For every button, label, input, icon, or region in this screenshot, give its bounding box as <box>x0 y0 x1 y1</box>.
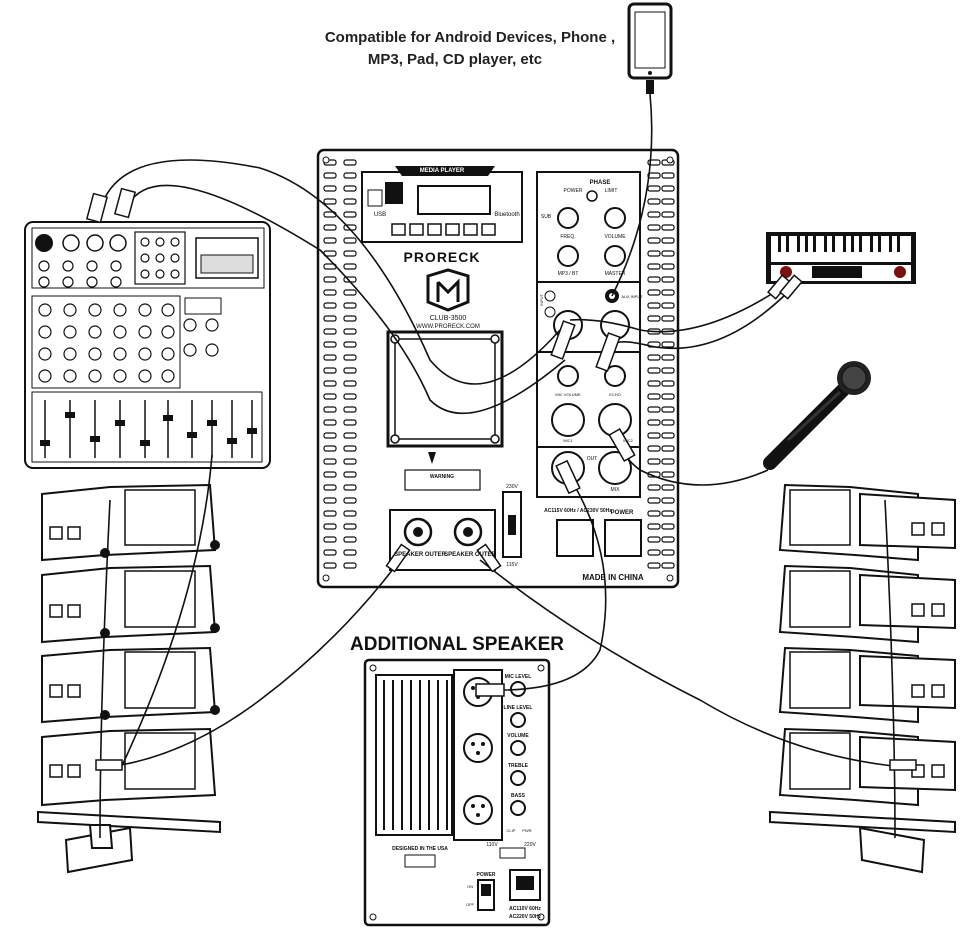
made-in-label: MADE IN CHINA <box>582 573 644 582</box>
ac-rating-label: AC115V 60Hz / AC230V 50Hz <box>544 508 612 514</box>
microphone-icon <box>763 361 871 470</box>
cables <box>99 93 916 839</box>
model-label: CLUB-3500 <box>430 315 467 322</box>
v220-label: 220V <box>524 842 536 848</box>
ac-label-add: AC110V 60Hz <box>509 906 541 912</box>
treble-label: TREBLE <box>508 763 529 769</box>
pwr-label: PWR <box>522 828 531 833</box>
bluetooth-label: Bluetooth <box>494 212 519 218</box>
cable-plugs <box>85 187 917 771</box>
bass-label: BASS <box>511 793 526 799</box>
out-label: OUT <box>587 456 598 462</box>
right-line-array-speaker <box>769 483 956 874</box>
mic1-label: MIC1 <box>563 438 573 443</box>
speaker-outer-left-label: SPEAKER OUTER <box>394 552 446 558</box>
volume-label: VOLUME <box>604 234 626 240</box>
website-label: WWW.PRORECK.COM <box>416 324 480 330</box>
keyboard-icon <box>766 232 916 284</box>
media-player-label: MEDIA PLAYER <box>420 168 465 174</box>
mic-volume-label: MIC VOLUME <box>555 392 581 397</box>
on-label: ON <box>467 884 473 889</box>
usb-label: USB <box>374 212 386 218</box>
line-level-label: LINE LEVEL <box>504 705 533 711</box>
phone-icon <box>627 2 673 94</box>
voltage-230-label: 230V <box>506 484 518 490</box>
echo-label: ECHO <box>609 392 621 397</box>
warning-label: WARNING <box>430 474 454 480</box>
audio-mixer <box>24 221 271 469</box>
additional-speaker-panel <box>363 658 551 927</box>
mic-level-label: MIC LEVEL <box>505 674 532 680</box>
power-box-label: POWER <box>611 510 634 516</box>
main-amplifier-panel <box>316 148 680 589</box>
power-label-add: POWER <box>477 872 496 878</box>
designed-label: DESIGNED IN THE USA <box>392 846 448 852</box>
master-label: MASTER <box>605 271 626 277</box>
v110-label: 110V <box>486 842 498 848</box>
limit-indicator-label: LIMIT <box>605 188 618 194</box>
clip-label: CLIP <box>507 828 516 833</box>
additional-speaker-title: ADDITIONAL SPEAKER <box>350 634 564 655</box>
freq-label: FREQ. <box>560 234 575 240</box>
sub-label: SUB <box>541 214 552 220</box>
caption-line1: Compatible for Android Devices, Phone , <box>325 29 615 46</box>
aux-input-label: AUX INPUT <box>621 294 643 299</box>
caption-line2: MP3, Pad, CD player, etc <box>368 51 542 68</box>
volume-label-add: VOLUME <box>507 733 529 739</box>
off-label: OFF <box>466 902 475 907</box>
speaker-outer-right-label: SPEAKER OUTER <box>444 552 496 558</box>
power-indicator-label: POWER <box>564 188 583 194</box>
mix-label: MIX <box>611 487 621 493</box>
mp3-bt-label: MP3 / BT <box>558 271 579 277</box>
voltage-115-label: 115V <box>506 562 518 568</box>
left-line-array-speaker <box>37 483 221 874</box>
ac2-label-add: AC220V 50Hz <box>509 914 541 920</box>
phase-label: PHASE <box>590 180 611 186</box>
mic2-label: MIC2 <box>623 438 633 443</box>
input-label: INPUT <box>539 293 544 306</box>
brand-logo-text: PRORECK <box>403 249 480 265</box>
